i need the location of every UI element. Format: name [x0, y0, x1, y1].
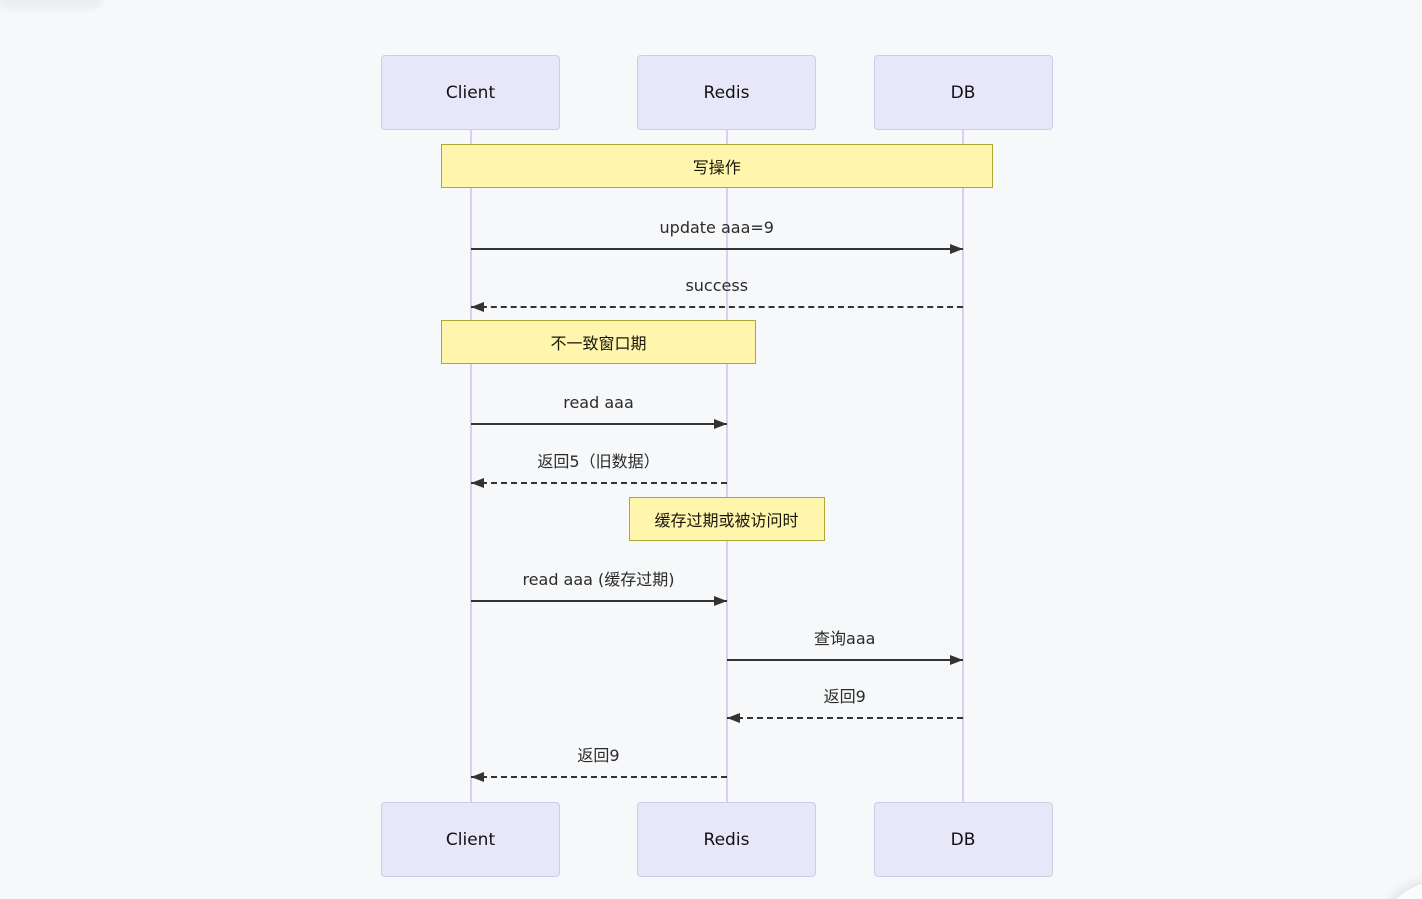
arrowhead-icon: [950, 655, 963, 665]
actor-bottom-db: DB: [873, 802, 1053, 877]
actor-top-redis: Redis: [637, 55, 816, 130]
actor-top-db: DB: [873, 55, 1053, 130]
arrowhead-icon: [713, 419, 727, 429]
lifeline-redis: [725, 130, 728, 802]
message-label: read aaa: [563, 393, 634, 412]
message-label: success: [685, 276, 749, 295]
message-label: update aaa=9: [659, 218, 774, 237]
message-label: read aaa (缓存过期): [522, 570, 675, 589]
message-line-dashed: [726, 717, 963, 719]
message-label: 查询aaa: [814, 629, 876, 648]
lifeline-db: [962, 130, 964, 802]
arrowhead-icon: [470, 772, 484, 782]
message-line-dashed: [470, 482, 727, 484]
arrowhead-icon: [713, 596, 727, 606]
message-line-solid: [470, 600, 727, 602]
lifeline-client: [469, 130, 472, 802]
message-line-dashed: [470, 776, 727, 778]
actor-top-client: Client: [381, 55, 560, 130]
floating-button[interactable]: [1378, 880, 1422, 899]
note: 写操作: [441, 144, 993, 188]
arrowhead-icon: [470, 302, 484, 312]
message-line-solid: [470, 248, 963, 250]
arrowhead-icon: [470, 478, 484, 488]
arrowhead-icon: [726, 713, 740, 723]
message-label: 返回9: [823, 687, 866, 706]
message-label: 返回5（旧数据）: [537, 452, 660, 471]
arrowhead-icon: [950, 244, 963, 254]
note: 缓存过期或被访问时: [628, 497, 825, 541]
message-label: 返回9: [577, 746, 620, 765]
top-left-toolbar-shade: [0, 0, 104, 9]
actor-bottom-client: Client: [381, 802, 560, 877]
message-line-solid: [470, 423, 727, 425]
note: 不一致窗口期: [441, 320, 756, 364]
actor-bottom-redis: Redis: [637, 802, 816, 877]
message-line-dashed: [470, 306, 963, 308]
message-line-solid: [726, 659, 963, 661]
